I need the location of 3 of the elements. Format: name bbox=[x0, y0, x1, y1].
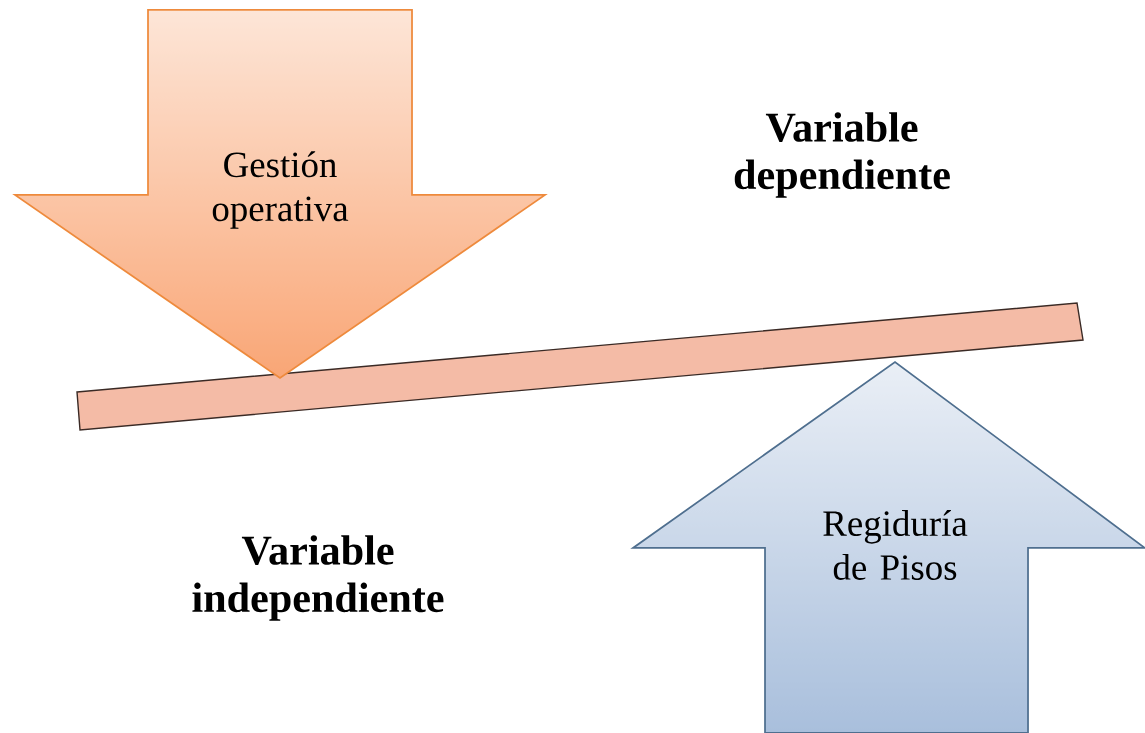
seesaw-bar bbox=[76, 302, 1084, 431]
heading-label: Variable dependiente bbox=[734, 112, 950, 198]
heading-label: Variable independiente bbox=[192, 535, 444, 621]
